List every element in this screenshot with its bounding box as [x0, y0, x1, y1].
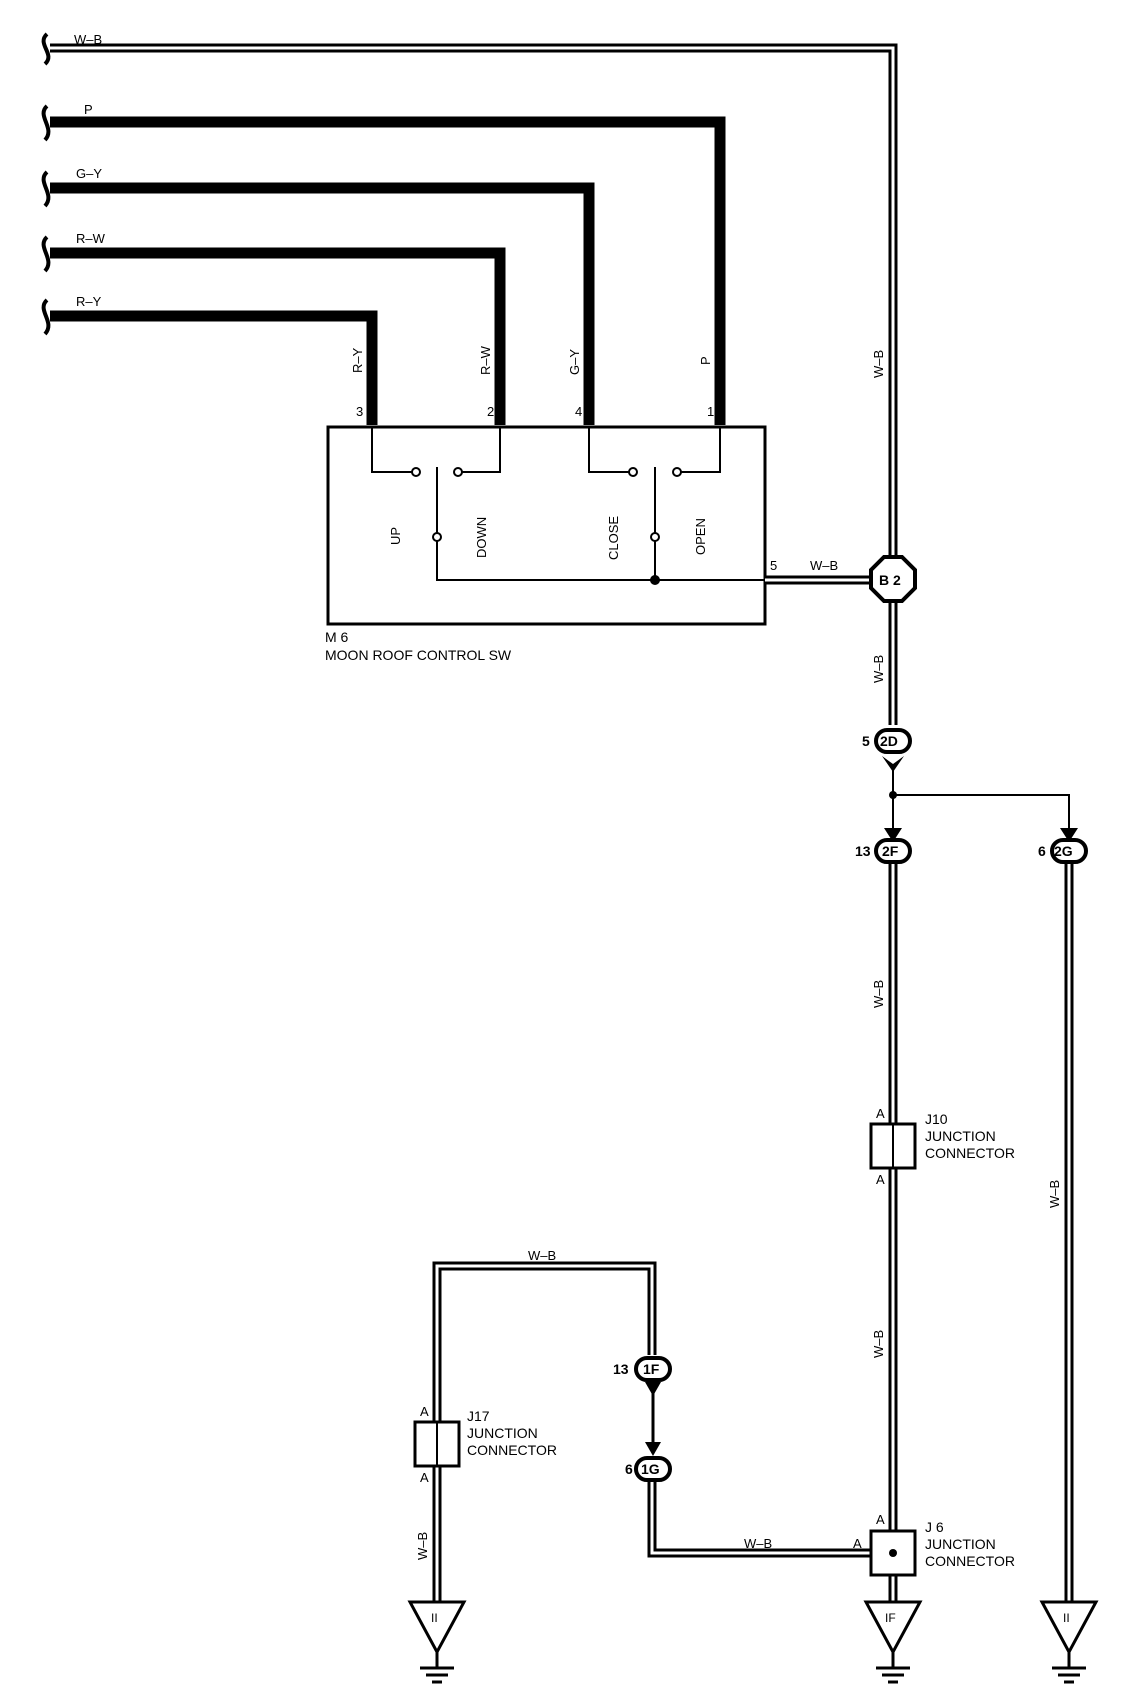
wire-rw: [50, 247, 506, 425]
switch-contacts: [411, 467, 682, 542]
wire-label-right-lower: W–B: [871, 1330, 886, 1358]
switch-pin-4: 4: [575, 404, 582, 419]
pin-wire-label-gy: G–Y: [567, 349, 582, 375]
wire-label-below-b2: W–B: [871, 655, 886, 683]
connector-1g: [634, 1456, 672, 1482]
pin5-wire-label: W–B: [810, 558, 838, 573]
connector-1f-1g-link: [645, 1382, 661, 1456]
wire-label-p: P: [84, 102, 93, 117]
wire-label-wb-top: W–B: [74, 32, 102, 47]
junction-j10-pin-bottom: A: [876, 1172, 885, 1187]
junction-j17-pin-bottom: A: [420, 1470, 429, 1485]
connector-2d-label: 2D: [880, 733, 898, 749]
switch-label-down: DOWN: [474, 517, 489, 558]
switch-pin-3: 3: [356, 404, 363, 419]
wire-label-right-2g: W–B: [1047, 1180, 1062, 1208]
connector-1f-label: 1F: [643, 1361, 660, 1377]
wire-label-ry: R–Y: [76, 294, 102, 309]
arrow-to-2g: [1060, 828, 1078, 842]
connector-2g-pin: 6: [1038, 843, 1046, 859]
connector-2f-pin: 13: [855, 843, 871, 859]
junction-j10-line1: JUNCTION: [925, 1128, 996, 1144]
switch-pin-5: 5: [770, 558, 777, 573]
switch-ground-node: [650, 575, 660, 585]
connector-2g-label: 2G: [1054, 843, 1073, 859]
wire-break-gy: [41, 170, 51, 208]
connector-1g-pin: 6: [625, 1461, 633, 1477]
pin-wire-label-p: P: [698, 356, 713, 365]
wire-label-rw: R–W: [76, 231, 106, 246]
pin-wire-label-ry: R–Y: [350, 347, 365, 373]
connector-2f-label: 2F: [882, 843, 899, 859]
ground-label-left: II: [431, 1611, 438, 1625]
wire-label-gy: G–Y: [76, 166, 102, 181]
switch-label-up: UP: [388, 527, 403, 545]
wire-label-j6-left: W–B: [744, 1536, 772, 1551]
wire-wb-top: [50, 43, 898, 560]
connector-2d-arrow: [882, 756, 904, 772]
wire-branch-2d: [892, 770, 1070, 830]
junction-j17-pin-top: A: [420, 1404, 429, 1419]
wire-label-right-upper: W–B: [871, 350, 886, 378]
connector-1g-label: 1G: [641, 1461, 660, 1477]
ground-symbol-left: [407, 1600, 467, 1684]
junction-j6-pin-top: A: [876, 1512, 885, 1527]
switch-internal-wiring: [371, 427, 765, 581]
pin-wire-label-rw: R–W: [478, 345, 493, 375]
wire-label-right-mid: W–B: [871, 980, 886, 1008]
connector-1f-pin: 13: [613, 1361, 629, 1377]
junction-b2-label: B 2: [879, 572, 901, 588]
junction-j10-pin-top: A: [876, 1106, 885, 1121]
junction-j10-id: J10: [925, 1111, 948, 1127]
connector-2d: [874, 728, 912, 754]
wire-p: [50, 116, 726, 425]
junction-j17-line1: JUNCTION: [467, 1425, 538, 1441]
ground-label-center: IF: [885, 1611, 896, 1625]
switch-id: M 6: [325, 629, 349, 645]
junction-j6-line2: CONNECTOR: [925, 1553, 1015, 1569]
wire-break-ry: [41, 298, 51, 336]
switch-pin-2: 2: [487, 404, 494, 419]
connector-2g: [1050, 838, 1088, 864]
wire-break-wb: [41, 32, 51, 66]
junction-j17-id: J17: [467, 1408, 490, 1424]
moon-roof-switch-body: [326, 425, 767, 626]
switch-name: MOON ROOF CONTROL SW: [325, 647, 512, 663]
junction-j6-pin-left: A: [853, 1536, 862, 1551]
ground-label-right: II: [1063, 1611, 1070, 1625]
ground-symbol-right: [1039, 1600, 1099, 1684]
junction-j6-id: J 6: [925, 1519, 944, 1535]
wire-gy: [50, 182, 595, 425]
wire-break-p: [41, 104, 51, 142]
arrow-to-2f: [884, 828, 902, 842]
wire-ry: [50, 310, 378, 425]
junction-j6-line1: JUNCTION: [925, 1536, 996, 1552]
connector-2d-pin: 5: [862, 733, 870, 749]
junction-j6: [869, 1529, 917, 1577]
wire-break-rw: [41, 235, 51, 273]
switch-label-close: CLOSE: [606, 516, 621, 560]
junction-b2: [869, 555, 917, 603]
connector-2f: [874, 838, 912, 864]
branch-node: [889, 791, 897, 799]
wire-label-j17-top: W–B: [528, 1248, 556, 1263]
wire-1g-to-j6: [647, 1478, 871, 1558]
ground-symbol-center: [863, 1600, 923, 1684]
junction-j10-line2: CONNECTOR: [925, 1145, 1015, 1161]
wire-label-j17-bottom: W–B: [415, 1532, 430, 1560]
junction-j17-line2: CONNECTOR: [467, 1442, 557, 1458]
switch-pin-1: 1: [707, 404, 714, 419]
connector-1f: [634, 1356, 672, 1382]
switch-label-open: OPEN: [693, 518, 708, 555]
